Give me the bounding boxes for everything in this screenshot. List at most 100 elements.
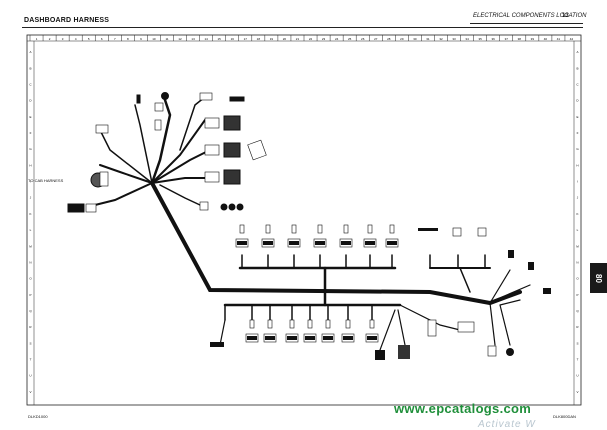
row-label: C — [576, 82, 579, 86]
column-label: 14 — [204, 37, 208, 41]
row-label: R — [29, 325, 32, 329]
wiring — [94, 96, 531, 351]
connector — [543, 288, 551, 294]
row-label: U — [29, 374, 31, 378]
column-label: 1 — [36, 37, 38, 41]
column-label: 35 — [478, 37, 482, 41]
connector — [508, 250, 514, 258]
connector — [398, 345, 410, 359]
right-bundle-2 — [151, 149, 211, 184]
row-label: V — [576, 390, 578, 394]
connector — [67, 203, 85, 213]
connector — [487, 345, 497, 357]
connector — [99, 171, 109, 187]
column-label: 26 — [361, 37, 365, 41]
watermark-site[interactable]: www.epcatalogs.com — [394, 401, 532, 416]
main-trunk — [150, 181, 522, 306]
switch-connector-body — [237, 241, 247, 245]
row-label: N — [576, 260, 578, 264]
footer-code-left: DLKD1000 — [28, 414, 48, 419]
connector — [210, 342, 224, 347]
row-label: S — [29, 341, 31, 345]
connector — [223, 169, 241, 185]
right-bundle-3 — [151, 177, 206, 184]
connector — [427, 319, 437, 337]
connector — [528, 262, 534, 270]
row-label: I — [577, 180, 578, 184]
switch-connector-body — [365, 241, 375, 245]
connector — [223, 115, 241, 131]
section-tab[interactable]: 80 — [590, 263, 607, 293]
connector — [154, 102, 164, 112]
row-label: N — [29, 260, 31, 264]
column-label: 24 — [335, 37, 339, 41]
column-label: 38 — [518, 37, 522, 41]
column-label: 11 — [165, 37, 168, 41]
left-bundle-1 — [99, 164, 153, 184]
row-label: T — [577, 358, 579, 362]
column-label: 20 — [283, 37, 287, 41]
harness-label: TO CAB HARNESS — [28, 178, 64, 183]
row-label: Q — [576, 309, 579, 313]
connector — [154, 119, 162, 131]
row-label: T — [30, 358, 32, 362]
row-label: G — [29, 147, 32, 151]
connector — [95, 124, 109, 134]
switch-icon — [367, 224, 373, 234]
row-label: I — [30, 180, 31, 184]
switch-icon — [307, 319, 313, 329]
switch-row-lower — [245, 319, 379, 343]
row-label: G — [576, 147, 579, 151]
connector — [457, 321, 475, 333]
row-label: D — [29, 99, 32, 103]
column-label: 7 — [114, 37, 116, 41]
row-label: P — [29, 293, 31, 297]
switch-connector-body — [367, 336, 377, 340]
column-label: 41 — [557, 37, 561, 41]
switch-icon — [369, 319, 375, 329]
row-label: H — [576, 163, 578, 167]
switch-icon — [343, 224, 349, 234]
column-label: 39 — [531, 37, 535, 41]
connector-round — [161, 92, 169, 100]
connector — [85, 203, 97, 213]
row-label: A — [29, 50, 31, 54]
switch-connector-body — [341, 241, 351, 245]
switch-icon — [389, 224, 395, 234]
column-label: 17 — [244, 37, 248, 41]
right-bundle-4 — [159, 184, 201, 206]
row-label: L — [30, 228, 32, 232]
row-label: F — [30, 131, 32, 135]
switch-icon — [239, 224, 245, 234]
upper-bundle — [150, 98, 172, 185]
column-label: 18 — [257, 37, 261, 41]
left-bundle-4 — [134, 104, 153, 184]
left-bundle-3 — [99, 129, 153, 184]
column-label: 22 — [309, 37, 313, 41]
row-label: A — [576, 50, 578, 54]
header-divider — [22, 27, 583, 28]
row-label: U — [576, 374, 578, 378]
connector — [418, 228, 438, 231]
row-label: J — [30, 196, 32, 200]
switch-row — [235, 224, 399, 248]
column-label: 40 — [544, 37, 548, 41]
column-label: 13 — [191, 37, 195, 41]
column-label: 25 — [348, 37, 352, 41]
connector — [136, 94, 141, 104]
column-label: 37 — [505, 37, 509, 41]
connector — [223, 142, 241, 158]
connector — [452, 227, 462, 237]
row-label: J — [577, 196, 579, 200]
column-label: 28 — [387, 37, 391, 41]
column-label: 32 — [439, 37, 443, 41]
switch-connector-body — [343, 336, 353, 340]
row-label: C — [29, 82, 32, 86]
switch-connector-body — [305, 336, 315, 340]
column-label: 12 — [178, 37, 182, 41]
column-label: 3 — [62, 37, 64, 41]
row-label: E — [29, 115, 31, 119]
connector — [229, 96, 245, 102]
column-label: 23 — [322, 37, 326, 41]
